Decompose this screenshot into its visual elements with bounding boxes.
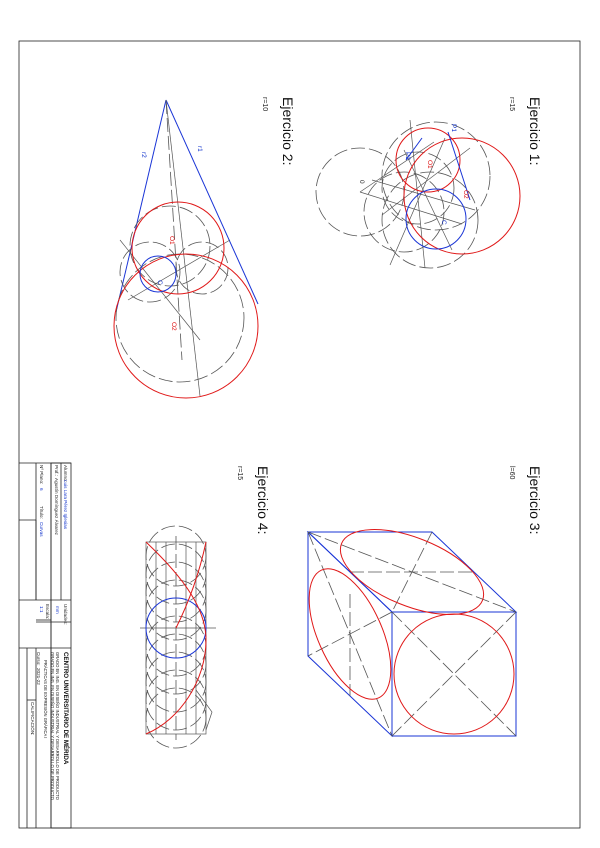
degree-line-1: GRADO EN ING. EN DISEÑO INDUSTRIAL Y DES… — [55, 652, 60, 801]
title-block: Alumno: Luis Lara Pérez Iglesias Prof.: … — [19, 462, 72, 829]
titulo-value: Curvas — [39, 522, 44, 537]
profesor-label: Prof.: — [54, 465, 59, 476]
escala-value: 1:1 — [39, 606, 44, 613]
ex4-curve-2 — [175, 541, 207, 629]
exercise-3-param: l=60 — [508, 466, 515, 480]
ex3-ellipse-top — [339, 529, 485, 615]
exercise-1-param: r=15 — [508, 97, 515, 111]
ex4-curve-1 — [145, 541, 207, 735]
svg-text:O1: O1 — [168, 236, 175, 245]
ex1-circle-o1 — [395, 127, 461, 193]
svg-text:C: C — [440, 220, 447, 225]
exercise-3: Ejercicio 3: l=60 — [306, 466, 543, 738]
ex2-line-r1 — [165, 99, 259, 305]
ex1-circle-o2 — [403, 137, 521, 255]
svg-text:P1: P1 — [450, 124, 457, 132]
exercise-2: Ejercicio 2: r=10 r1 r2 O1 O2 C — [113, 97, 296, 399]
titulo-label: Título: — [39, 506, 44, 519]
ex3-ellipse-side — [308, 568, 392, 700]
ex4-base-circle — [145, 597, 207, 659]
ex2-circle-o2 — [113, 253, 259, 399]
exercise-1-title: Ejercicio 1: — [527, 97, 543, 165]
sheet-frame — [18, 40, 581, 829]
svg-text:P2: P2 — [404, 152, 411, 160]
svg-text:0: 0 — [358, 180, 365, 184]
ex1-circle-c — [405, 188, 467, 250]
calificacion-label: CALIFICACIÓN: — [30, 702, 36, 735]
svg-text:C: C — [156, 280, 163, 285]
svg-text:O1: O1 — [426, 160, 433, 169]
exercise-1: Ejercicio 1: r=15 P1 O1 O2 C 0 P2 — [315, 97, 543, 269]
exercise-4: Ejercicio 4: r=15 — [140, 466, 271, 749]
exercise-2-title: Ejercicio 2: — [280, 97, 296, 165]
course-name: PRÁCTICAS DE EXPRESIÓN GRÁFICA I — [43, 660, 48, 738]
alumno-value: Luis Lara Pérez Iglesias — [63, 480, 68, 530]
ex2-circle-o1 — [131, 201, 225, 295]
curso-value: 2021-22 — [36, 668, 41, 685]
exercise-2-param: r=10 — [261, 97, 268, 111]
alumno-label: Alumno: — [63, 465, 68, 482]
ex2-circle-c — [139, 255, 177, 293]
curso-label: Curso: — [36, 652, 41, 666]
degree-line-2: GRADO EN ING. EN DISEÑO INDUSTRIAL Y DES… — [50, 652, 55, 801]
plano-value: 6 — [39, 488, 44, 491]
svg-text:r1: r1 — [196, 146, 203, 152]
plano-label: Nº Plano: — [39, 465, 44, 484]
svg-text:O2: O2 — [462, 190, 469, 199]
unidades-label: Unidades: — [63, 604, 68, 625]
institution-name: CENTRO UNIVERSITARIO DE MÉRIDA — [62, 652, 70, 765]
exercise-4-param: r=15 — [236, 466, 243, 480]
exercise-3-title: Ejercicio 3: — [527, 466, 543, 534]
ex2-line-r2 — [115, 99, 167, 313]
unidades-value: mm — [55, 606, 60, 614]
escala-label: Escala: — [45, 604, 50, 619]
exercise-4-title: Ejercicio 4: — [255, 466, 271, 534]
profesor-value: Agustín Domínguez Álvarez — [54, 478, 60, 536]
svg-text:r2: r2 — [140, 152, 147, 158]
svg-text:O2: O2 — [170, 322, 177, 331]
